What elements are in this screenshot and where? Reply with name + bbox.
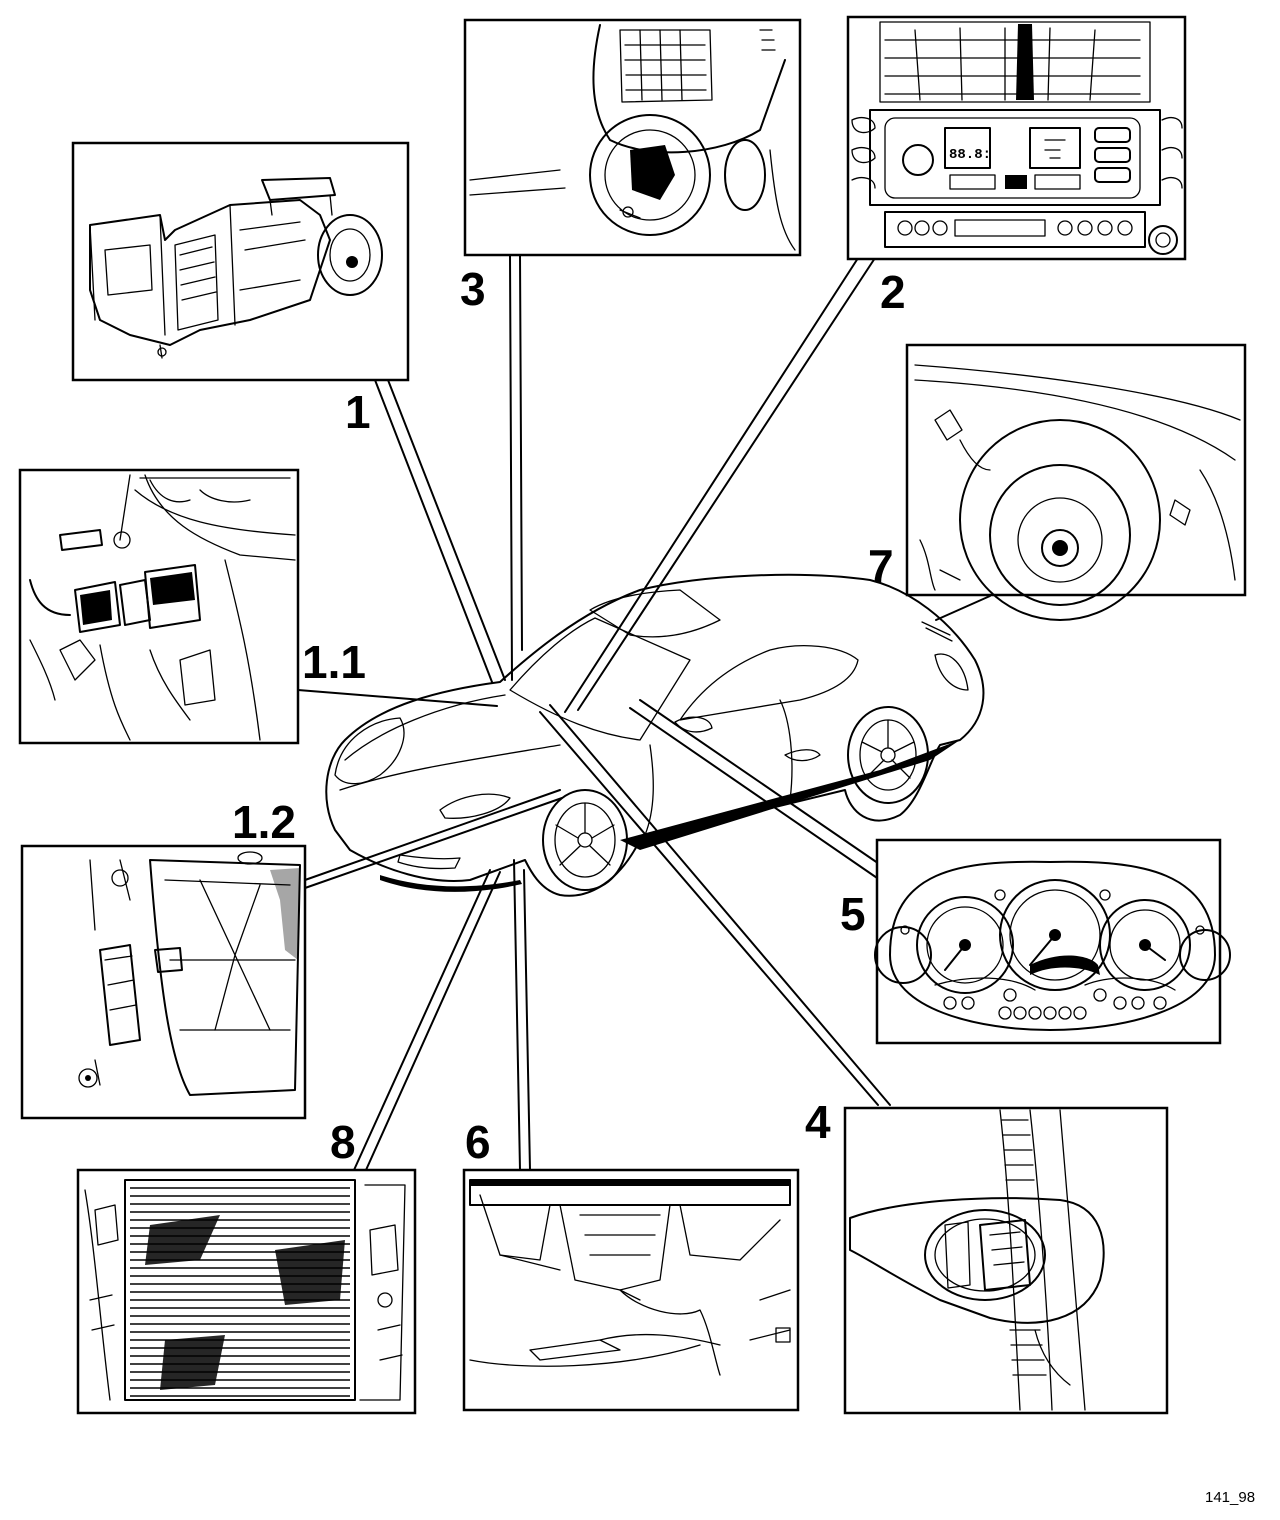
panel-5-instrument-cluster <box>874 838 1231 1045</box>
callout-3: 3 <box>460 263 486 315</box>
car-side-window <box>679 645 859 721</box>
leader-line-1-1 <box>297 689 498 707</box>
callout-labels: 1 3 2 7 1.1 1.2 5 4 8 6 <box>232 263 906 1168</box>
leader-line-3 <box>509 254 513 681</box>
panel-3-dash-sensor <box>463 18 802 257</box>
callout-4: 4 <box>805 1096 831 1148</box>
leader-line-5 <box>629 707 881 881</box>
leader-line-1-2 <box>304 789 561 881</box>
panel-1-2-flap-motor <box>20 844 307 1120</box>
panel-6-front-radiator <box>462 1168 800 1412</box>
callout-1-2: 1.2 <box>232 796 296 848</box>
callout-1-1: 1.1 <box>302 636 366 688</box>
front-wheel <box>542 789 628 891</box>
panel-8-condenser <box>76 1168 417 1415</box>
cluster-display-text: 88.8: <box>949 147 991 163</box>
car-body <box>325 573 985 897</box>
car-headlamp <box>334 717 405 785</box>
rear-wheel <box>847 706 929 804</box>
callout-2: 2 <box>880 266 906 318</box>
leader-line-4 <box>539 711 879 1106</box>
panel-4-pillar-switch <box>843 1106 1169 1415</box>
car-shadow <box>620 740 960 850</box>
callout-8: 8 <box>330 1116 356 1168</box>
car-illustration <box>325 573 985 897</box>
callout-6: 6 <box>465 1116 491 1168</box>
panel-2-climate-control: 88.8: <box>846 15 1187 261</box>
callout-1: 1 <box>345 386 371 438</box>
panel-1-1-sensor-connector <box>18 468 300 745</box>
figure-reference: 141_98 <box>1205 1489 1255 1506</box>
car-mirror <box>674 716 713 733</box>
leader-line-1 <box>374 379 493 683</box>
leader-line-2 <box>564 254 861 713</box>
leader-line-8 <box>353 869 491 1171</box>
leader-line-7 <box>935 595 991 621</box>
callout-7: 7 <box>868 540 894 592</box>
car-windscreen <box>509 617 691 741</box>
panel-1-heater-housing <box>71 141 410 382</box>
leader-line-6 <box>513 859 521 1171</box>
panel-7-blower <box>905 343 1247 621</box>
car-sunroof <box>589 589 721 638</box>
callout-5: 5 <box>840 888 866 940</box>
